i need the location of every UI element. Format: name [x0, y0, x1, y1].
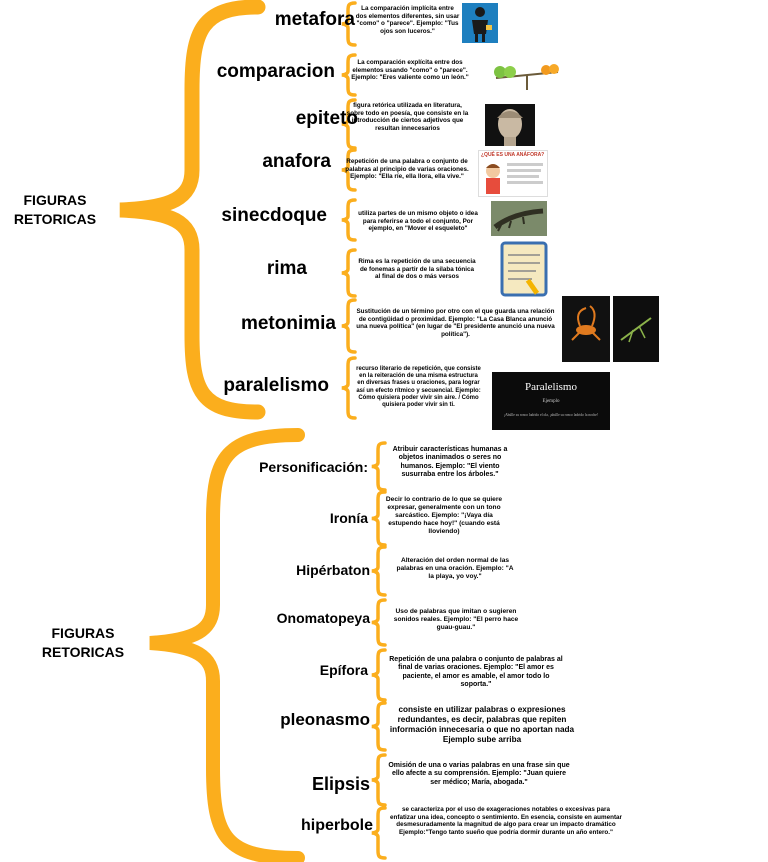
term-anafora: anafora	[262, 151, 331, 172]
top-item-brace	[341, 198, 357, 242]
desc-ironia: Decir lo contrario de lo que se quiere e…	[385, 496, 503, 535]
term-hiperbaton: Hipérbaton	[296, 562, 370, 578]
bottom-item-brace	[371, 441, 387, 492]
bottom-main-title: FIGURAS RETORICAS	[41, 625, 125, 660]
top-item-brace	[341, 356, 357, 420]
desc-onomatopeya: Uso de palabras que imitan o sugieren so…	[393, 608, 519, 631]
top-item-brace	[341, 148, 357, 192]
term-ironia: Ironía	[329, 510, 368, 526]
desc-metonimia: Sustitución de un término por otro con e…	[356, 308, 555, 338]
businessman-icon	[462, 3, 498, 43]
top-item-brace	[341, 1, 357, 47]
term-onomatopeya: Onomatopeya	[276, 610, 370, 626]
term-comparacion: comparacion	[216, 61, 335, 82]
desc-rima: Rima es la repetición de una secuencia d…	[358, 258, 476, 281]
bottom-item-brace	[371, 490, 387, 547]
bottom-item-brace	[371, 598, 387, 647]
desc-anafora: Repetición de una palabra o conjunto de …	[345, 158, 469, 181]
term-personificacion: Personificación:	[259, 459, 368, 475]
balance-scale-icon	[488, 60, 566, 92]
desc-paralelismo: recurso literario de repetición, que con…	[356, 366, 481, 408]
top-item-brace	[341, 53, 357, 97]
desc-hiperbaton: Alteración del orden normal de las palab…	[396, 557, 514, 580]
anafora-image-title: ¿QUÉ ES UNA ANÁFORA?	[481, 152, 545, 158]
desc-comparacion: La comparación explícita entre dos eleme…	[351, 59, 469, 82]
notepad-icon	[496, 239, 551, 297]
bottom-item-brace	[371, 545, 387, 597]
mantis-photo-icon	[613, 296, 659, 362]
slide-subtitle: Ejemplo	[542, 399, 560, 404]
term-epiteto: epiteto	[295, 108, 358, 129]
slide-text: ¡Ahúlle su ronco ladrido el ola, ¡ahúlle…	[503, 413, 599, 417]
slide-title: Paralelismo	[525, 381, 577, 393]
term-epifora: Epífora	[319, 662, 368, 678]
dark-slide-icon: Paralelismo Ejemplo ¡Ahúlle su ronco lad…	[492, 372, 610, 430]
term-sinecdoque: sinecdoque	[221, 205, 327, 226]
term-rima: rima	[266, 258, 307, 279]
desc-epifora: Repetición de una palabra o conjunto de …	[389, 656, 563, 689]
term-elipsis: Elipsis	[311, 774, 370, 794]
top-item-braces	[341, 1, 357, 420]
top-item-brace	[341, 98, 357, 150]
term-pleonasmo: pleonasmo	[280, 710, 370, 729]
bottom-item-brace	[371, 648, 387, 702]
desc-metafora: La comparación implícita entre dos eleme…	[355, 5, 460, 35]
bottom-item-braces	[371, 441, 387, 860]
top-item-brace	[341, 298, 357, 354]
statue-bust-icon	[485, 104, 535, 146]
bottom-item-brace	[371, 806, 387, 860]
bottom-item-brace	[371, 753, 387, 807]
term-metafora: metafora	[274, 9, 355, 30]
desc-epiteto: figura retórica utilizada en literatura,…	[346, 102, 469, 132]
desc-hiperbole: se caracteriza por el uso de exageracion…	[390, 806, 622, 836]
top-main-title: FIGURAS RETORICAS	[13, 192, 97, 227]
teacher-cartoon-icon: ¿QUÉ ES UNA ANÁFORA?	[478, 150, 548, 197]
term-metonimia: metonimia	[240, 313, 336, 334]
top-main-brace	[119, 0, 266, 420]
desc-pleonasmo: consiste en utilizar palabras o expresio…	[389, 705, 575, 744]
term-paralelismo: paralelismo	[223, 375, 329, 396]
lizard-skeleton-icon	[491, 201, 547, 236]
top-item-brace	[341, 248, 357, 298]
term-hiperbole: hiperbole	[300, 817, 373, 834]
desc-sinecdoque: utiliza partes de un mismo objeto o idea…	[358, 210, 478, 233]
desc-elipsis: Omisión de una o varias palabras en una …	[388, 762, 570, 786]
insect-photo-icon	[562, 296, 610, 362]
desc-personificacion: Atribuir características humanas a objet…	[392, 446, 508, 479]
bottom-main-brace	[149, 428, 305, 862]
bottom-item-brace	[371, 701, 387, 752]
